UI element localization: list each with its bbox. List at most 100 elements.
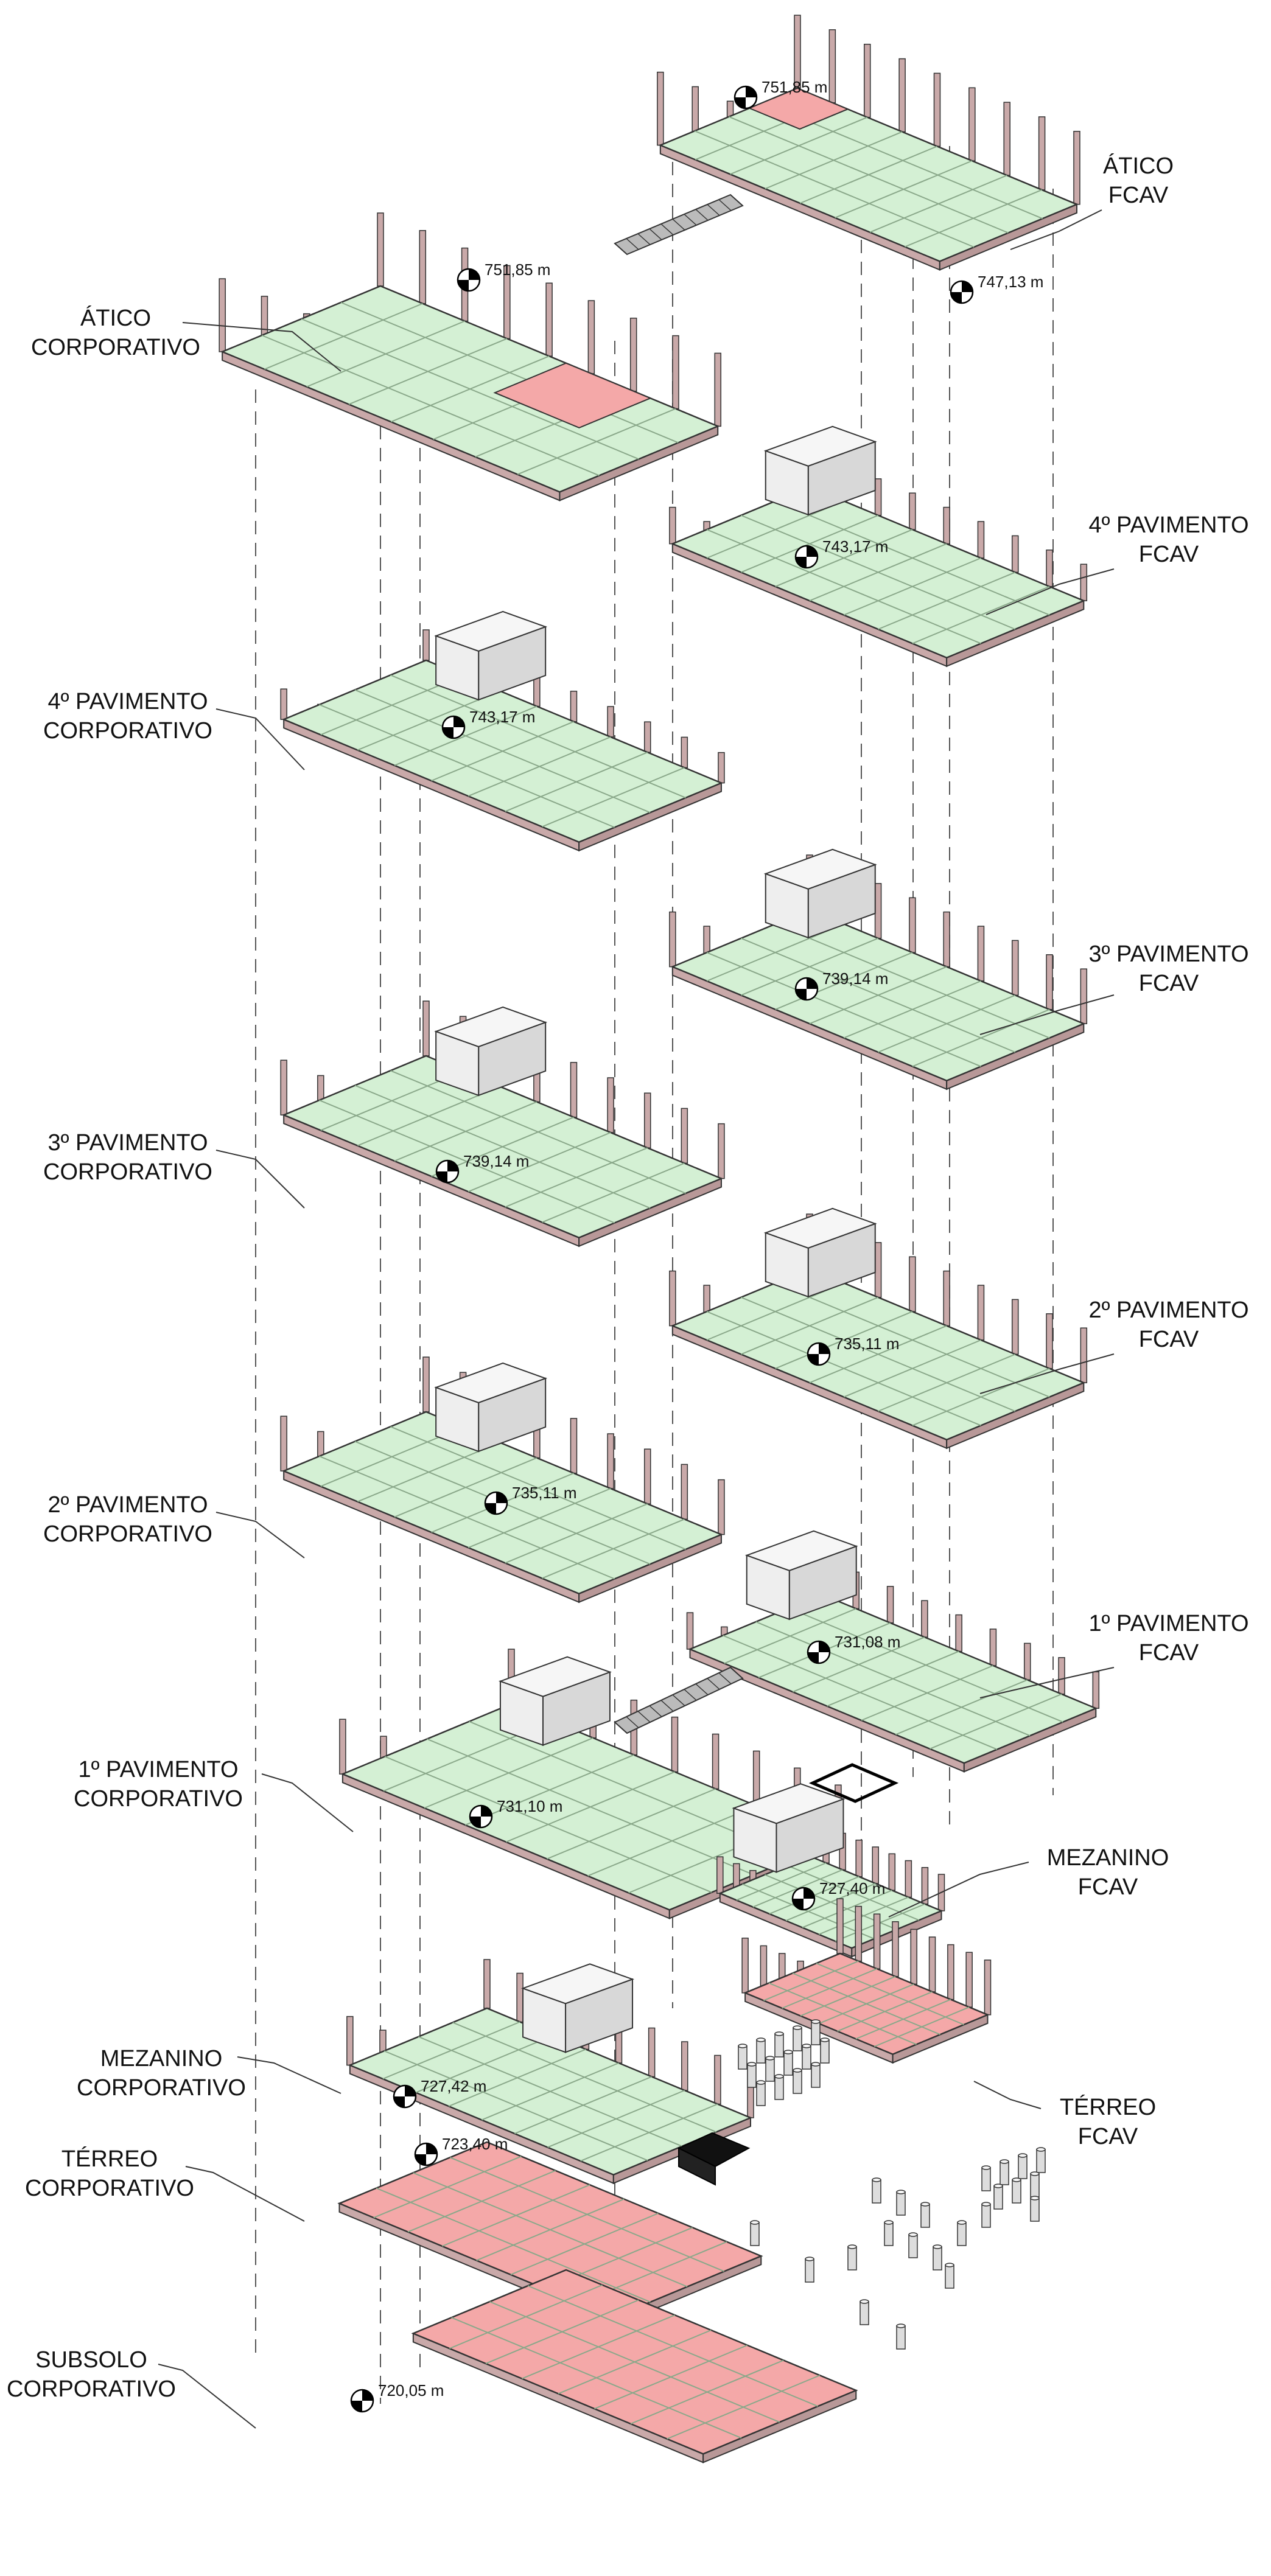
pile-cap (993, 2183, 1003, 2188)
upper-bridge-truss (626, 238, 639, 250)
1-pav-fcav-label-line: 1º PAVIMENTO (1088, 1611, 1248, 1636)
1-pav-corporativo-label-line: 1º PAVIMENTO (78, 1757, 238, 1782)
pile (1012, 2179, 1021, 2204)
atico-corporativo-elevation-marker-quadrant (458, 280, 469, 291)
pile (793, 2070, 802, 2094)
pile-cap (1018, 2153, 1028, 2158)
pile-cap (774, 2031, 784, 2036)
atico-fcav-column (898, 58, 906, 133)
1-pav-fcav-column (955, 1614, 962, 1652)
atico-corporativo-column (629, 318, 637, 392)
2-pav-corporativo-elevation-text: 735,11 m (512, 1484, 576, 1502)
2-pav-fcav-column (909, 1256, 916, 1312)
pile (920, 2204, 930, 2228)
4-pav-corporativo-label-line: 4º PAVIMENTO (47, 689, 208, 714)
pile-cap (981, 2202, 991, 2207)
mezanino-corporativo-column (714, 2054, 721, 2105)
pile-cap (1030, 2196, 1040, 2201)
4-pav-corporativo-column (533, 675, 541, 707)
pile-cap (783, 2050, 793, 2054)
4-pav-fcav-column (1011, 535, 1019, 573)
pile (811, 2064, 821, 2088)
4-pav-corporativo-slab-grid-line (319, 703, 615, 828)
4-pav-corporativo-column (718, 752, 725, 784)
lower-bridge-truss (672, 1694, 685, 1706)
3-pav-corporativo-column (607, 1077, 614, 1133)
pile-cap (793, 2068, 802, 2073)
2-pav-corporativo-elevation-marker-quadrant (485, 1503, 496, 1514)
pile (774, 2033, 784, 2058)
1-pav-corporativo-slab-grid-line (427, 1738, 754, 1876)
subsolo-corporativo-slab-grid-line (451, 2317, 742, 2439)
3-pav-corporativo-column (681, 1108, 688, 1164)
pile-cap (945, 2263, 954, 2267)
pile (1018, 2155, 1028, 2179)
mezanino-corporativo-column (681, 2041, 688, 2091)
4-pav-corporativo-core-top (434, 610, 548, 652)
2-pav-fcav-elevation-text: 735,11 m (835, 1335, 899, 1353)
1-pav-corporativo-elevation-marker-quadrant (481, 1806, 492, 1817)
atico-corporativo-column (714, 352, 721, 427)
atico-corporativo-elevation-text: 751,85 m (485, 260, 550, 279)
terreo-fcav-column (947, 1944, 954, 2000)
pile (756, 2039, 766, 2064)
1-pav-corporativo-leader-line (261, 1773, 354, 1832)
3-pav-fcav-elevation-marker-quadrant (796, 989, 807, 1000)
4-pav-fcav-label-line: FCAV (1139, 542, 1199, 567)
atico-fcav-slab-grid-line (729, 116, 1009, 234)
lower-bridge-truss (649, 1705, 662, 1717)
atico-corporativo-slab-grid-line (301, 318, 639, 460)
3-pav-corporativo-slab-grid-line (390, 1070, 686, 1194)
pile-cap (908, 2232, 918, 2237)
4-pav-fcav-slab-grid-line (741, 514, 1016, 630)
mezanino-corporativo-elevation-text: 727,42 m (421, 2077, 486, 2095)
mezanino-corporativo-column (516, 1972, 523, 2023)
terreo-corporativo-label-line: CORPORATIVO (25, 2176, 194, 2201)
2-pav-fcav-slab-grid-line (706, 1311, 981, 1426)
lower-bridge-truss (660, 1700, 674, 1712)
pile (896, 2191, 906, 2216)
terreo-fcav-column (910, 1929, 917, 1985)
pile (1000, 2161, 1009, 2185)
3-pav-fcav-column (669, 911, 676, 968)
1-pav-fcav-leader-line (979, 1667, 1115, 1698)
atico-fcav-secondary-elevation-marker-quadrant (962, 281, 973, 292)
1-pav-fcav-column (921, 1600, 928, 1638)
mezanino-corporativo-column (346, 2016, 354, 2066)
atico-fcav-column (794, 15, 801, 89)
pile-cap (747, 2062, 757, 2067)
atico-fcav-column (1003, 102, 1010, 176)
upper-bridge-truss (695, 209, 709, 221)
pile-cap (820, 2037, 830, 2042)
subsolo-corporativo-label-line: SUBSOLO (35, 2347, 147, 2373)
4-pav-corporativo-slab-grid-line (354, 689, 651, 814)
2-pav-fcav-elevation-marker-quadrant (819, 1343, 830, 1354)
pile-cap (756, 2080, 766, 2085)
atico-fcav-column (1073, 131, 1080, 205)
1-pav-fcav-slab-grid-line (755, 1621, 1031, 1737)
mezanino-corporativo-column (483, 1959, 491, 2009)
pile (1030, 2197, 1040, 2222)
mezanino-corporativo-label-line: CORPORATIVO (77, 2075, 246, 2101)
2-pav-corporativo-column (607, 1433, 614, 1489)
1-pav-corporativo-column (339, 1719, 346, 1775)
atico-fcav-pink-area (748, 87, 850, 130)
mezanino-corporativo-elevation-marker-quadrant (405, 2086, 416, 2096)
pile (747, 2064, 757, 2088)
mezanino-fcav-slab-grid-line (742, 1883, 875, 1939)
4-pav-corporativo-column (607, 706, 614, 738)
atico-corporativo-label-line: ÁTICO (80, 305, 151, 331)
mezanino-fcav-label-line: FCAV (1078, 1874, 1138, 1900)
lower-bridge-truss (730, 1667, 743, 1679)
1-pav-fcav-column (1023, 1642, 1031, 1681)
2-pav-fcav-elevation-marker-quadrant (808, 1354, 819, 1365)
pile-cap (920, 2202, 930, 2207)
4-pav-fcav-slab-grid-line (775, 500, 1050, 616)
upper-bridge-truss (718, 199, 732, 211)
4-pav-fcav-column (943, 506, 950, 545)
